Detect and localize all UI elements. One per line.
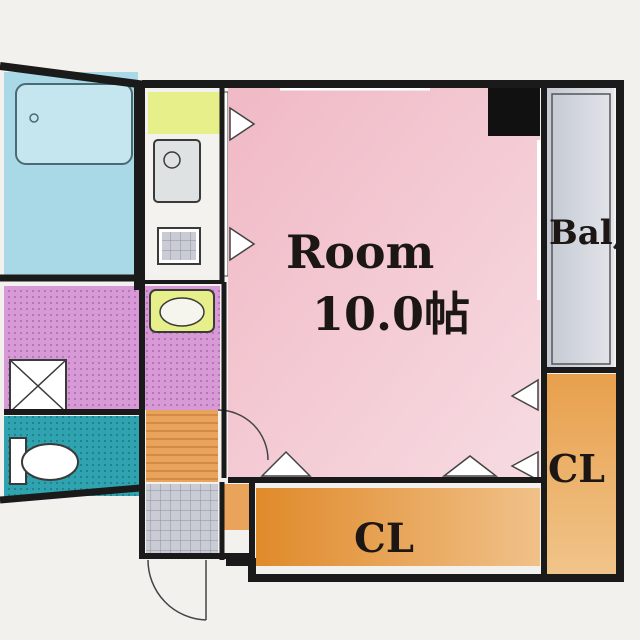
drain-icon	[29, 113, 39, 123]
walls	[0, 62, 624, 582]
main-room: Room 10.0帖	[228, 85, 543, 482]
closet-main-label: CL	[354, 515, 414, 562]
balcony-label: Bal,	[549, 213, 625, 253]
toilet-icon	[21, 443, 79, 481]
closet-main: CL	[256, 488, 540, 566]
bathroom	[4, 72, 138, 276]
room-name-label: Room	[286, 225, 434, 279]
sink-icon	[153, 139, 201, 203]
room-size-label: 10.0帖	[312, 287, 470, 341]
closet-side: CL	[546, 374, 618, 574]
entrance	[146, 409, 269, 621]
toilet-room	[4, 416, 140, 496]
balcony: Bal,	[546, 88, 625, 368]
closet-side-label: CL	[548, 446, 605, 491]
kitchen	[148, 91, 229, 277]
bathtub	[15, 83, 133, 165]
washroom	[4, 286, 220, 413]
